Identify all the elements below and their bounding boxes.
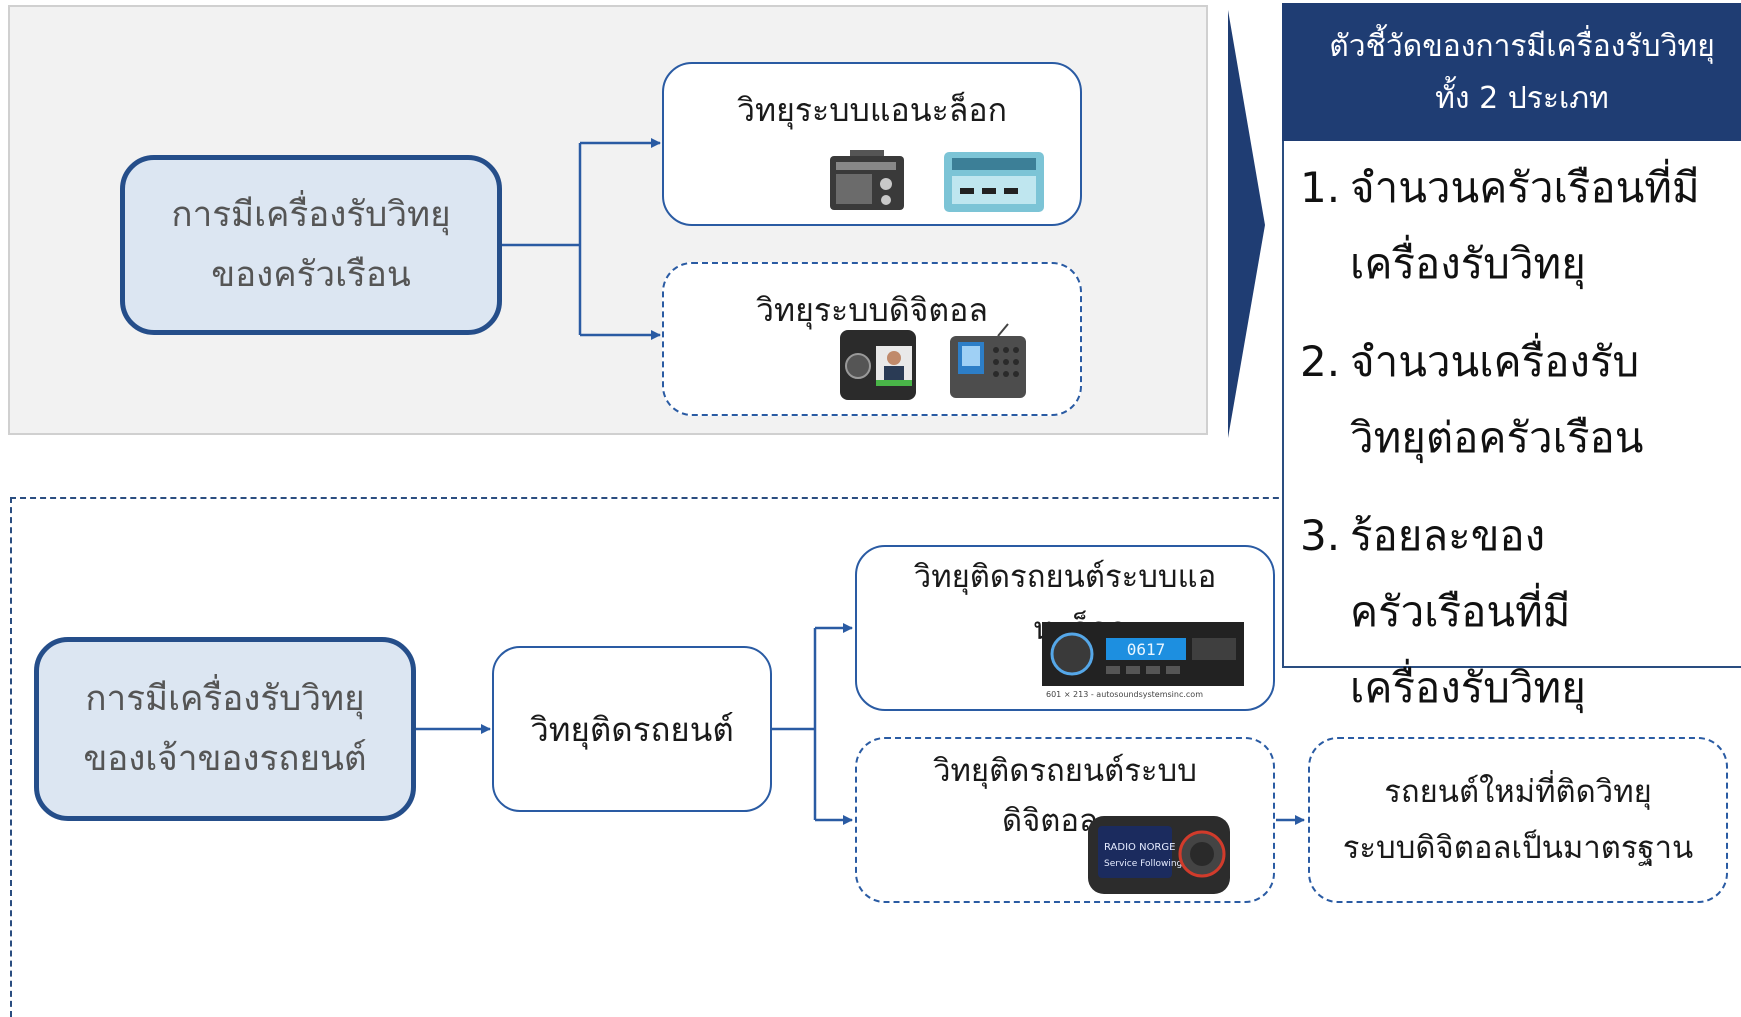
new-cars-box: รถยนต์ใหม่ที่ติดวิทยุ ระบบดิจิตอลเป็นมาต… bbox=[1308, 737, 1728, 903]
car-radio-box: วิทยุติดรถยนต์ bbox=[492, 646, 772, 812]
car-analog-line1: วิทยุติดรถยนต์ระบบแอ bbox=[913, 559, 1217, 595]
household-radio-box: การมีเครื่องรับวิทยุ ของครัวเรือน bbox=[120, 155, 502, 335]
car-stereo-digital-icon: RADIO NORGE Service Following bbox=[1086, 812, 1232, 898]
indicators-header-line1: ตัวชี้วัดของการมีเครื่องรับวิทยุ bbox=[1329, 29, 1715, 64]
portable-radio-icon bbox=[828, 148, 906, 212]
indicator-item-1: 1.จำนวนครัวเรือนที่มี เครื่องรับวิทยุ bbox=[1300, 150, 1700, 302]
dab-radio-icon bbox=[948, 322, 1030, 402]
dab-screen-line1: RADIO NORGE bbox=[1104, 842, 1175, 853]
digital-radio-title: วิทยุระบบดิจิตอล bbox=[756, 291, 988, 329]
indicator-text: จำนวนครัวเรือนที่มี bbox=[1350, 163, 1700, 212]
dab-screen-line2: Service Following bbox=[1104, 859, 1182, 869]
new-cars-line1: รถยนต์ใหม่ที่ติดวิทยุ bbox=[1384, 774, 1652, 810]
car-stereo-analog-icon: 0617 601 × 213 - autosoundsystemsinc.com bbox=[1042, 622, 1244, 700]
car-stereo-display: 0617 bbox=[1127, 640, 1166, 659]
indicator-text: เครื่องรับวิทยุ bbox=[1350, 663, 1586, 712]
indicator-number: 1. bbox=[1300, 163, 1341, 212]
car-owner-frame bbox=[10, 497, 1741, 1017]
indicator-text: ครัวเรือนที่มี bbox=[1350, 587, 1571, 636]
household-line1: การมีเครื่องรับวิทยุ bbox=[171, 195, 451, 235]
car-owner-radio-box: การมีเครื่องรับวิทยุ ของเจ้าของรถยนต์ bbox=[34, 637, 416, 821]
analog-radio-title: วิทยุระบบแอนะล็อก bbox=[737, 91, 1007, 129]
indicator-item-3: 3.ร้อยละของ ครัวเรือนที่มี เครื่องรับวิท… bbox=[1300, 498, 1586, 726]
car-owner-line1: การมีเครื่องรับวิทยุ bbox=[85, 679, 365, 719]
connector-layer bbox=[413, 10, 1305, 825]
bottom-connectors bbox=[413, 623, 1305, 825]
car-stereo-caption: 601 × 213 - autosoundsystemsinc.com bbox=[1046, 690, 1203, 699]
car-digital-line2: ดิจิตอล bbox=[1001, 803, 1099, 839]
blue-radio-icon bbox=[942, 150, 1046, 214]
indicator-text: ร้อยละของ bbox=[1350, 511, 1546, 560]
chevron-arrow-icon bbox=[1228, 10, 1265, 438]
car-radio-label: วิทยุติดรถยนต์ bbox=[530, 709, 734, 749]
household-line2: ของครัวเรือน bbox=[211, 255, 411, 295]
smart-radio-icon bbox=[838, 328, 918, 402]
car-digital-line1: วิทยุติดรถยนต์ระบบ bbox=[933, 753, 1197, 789]
car-owner-line2: ของเจ้าของรถยนต์ bbox=[83, 739, 367, 779]
new-cars-line2: ระบบดิจิตอลเป็นมาตรฐาน bbox=[1342, 830, 1694, 866]
indicators-header: ตัวชี้วัดของการมีเครื่องรับวิทยุ ทั้ง 2 … bbox=[1282, 3, 1741, 141]
indicator-item-2: 2.จำนวนเครื่องรับ วิทยุต่อครัวเรือน bbox=[1300, 324, 1643, 476]
top-connectors bbox=[500, 138, 661, 340]
indicator-number: 3. bbox=[1300, 511, 1341, 560]
indicator-number: 2. bbox=[1300, 337, 1341, 386]
indicators-header-line2: ทั้ง 2 ประเภท bbox=[1435, 81, 1609, 116]
indicator-text: จำนวนเครื่องรับ bbox=[1350, 337, 1640, 386]
indicator-text: เครื่องรับวิทยุ bbox=[1350, 239, 1586, 288]
indicator-text: วิทยุต่อครัวเรือน bbox=[1350, 413, 1644, 462]
